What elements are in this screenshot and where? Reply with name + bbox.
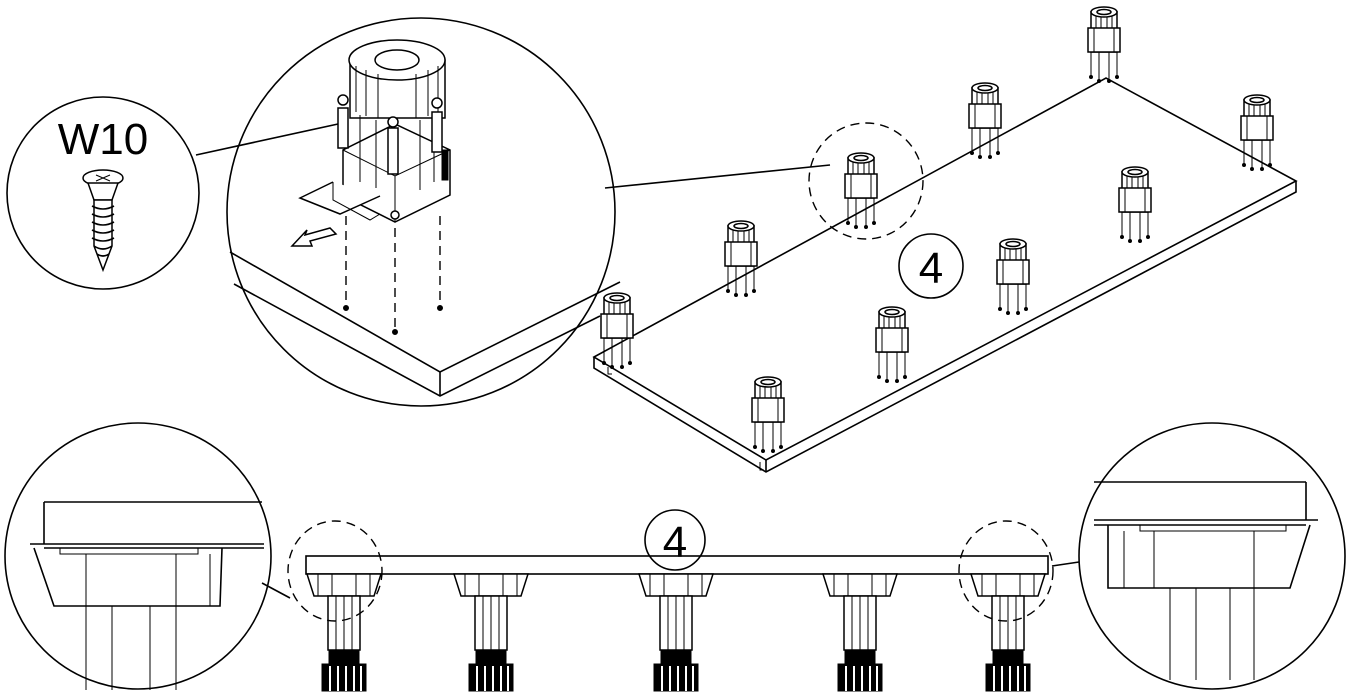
side-view: 4 xyxy=(287,509,1054,692)
leveling-foot-icon xyxy=(306,573,382,692)
leveling-foot-icon xyxy=(970,573,1046,692)
board-top-view: 4 xyxy=(592,6,1298,473)
leveling-foot-icon xyxy=(600,292,634,370)
leveling-foot-icon xyxy=(453,573,529,692)
leveling-foot-icon xyxy=(822,573,898,692)
leveling-foot-icon xyxy=(1087,6,1121,84)
leveling-foot-icon xyxy=(1118,166,1152,244)
leveling-foot-icon xyxy=(638,573,714,692)
leveling-foot-detail xyxy=(298,39,451,223)
direction-arrow-icon xyxy=(290,227,338,247)
detail-magnifier xyxy=(226,17,831,407)
left-detail-circle xyxy=(4,422,291,690)
screw-label: W10 xyxy=(58,115,148,164)
detail-marker-right xyxy=(958,520,1054,622)
screw-callout: W10 xyxy=(6,96,339,290)
leveling-foot-icon xyxy=(875,306,909,384)
detail-marker xyxy=(808,122,924,240)
side-part-number: 4 xyxy=(644,509,706,571)
panel-part-number: 4 xyxy=(898,233,964,299)
right-detail-circle xyxy=(1051,422,1346,690)
svg-text:4: 4 xyxy=(919,244,943,293)
leveling-foot-icon xyxy=(968,82,1002,160)
screw-icon xyxy=(82,169,124,273)
detail-marker-left xyxy=(287,520,383,622)
leveling-foot-icon xyxy=(724,220,758,298)
svg-text:4: 4 xyxy=(663,518,687,567)
leveling-foot-icon xyxy=(996,238,1030,316)
leveling-foot-icon xyxy=(751,376,785,454)
